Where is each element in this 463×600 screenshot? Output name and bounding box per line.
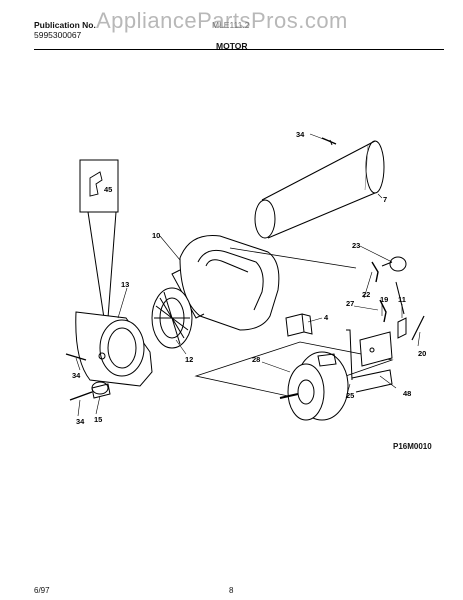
part-12-blower-wheel: [151, 287, 193, 349]
model-number: MLE111.2: [212, 20, 250, 30]
part-28-motor: [279, 351, 349, 421]
callout-22: 22: [362, 290, 370, 299]
figure-code: P16M0010: [393, 442, 432, 451]
header-rule: [34, 49, 444, 50]
callout-19: 19: [380, 295, 388, 304]
callout-13: 13: [121, 280, 129, 289]
part-4-bracket: [285, 313, 313, 337]
part-7-exhaust-duct: [254, 139, 385, 239]
callout-28: 28: [252, 355, 260, 364]
footer-date: 6/97: [34, 586, 50, 595]
callout-34-left: 34: [72, 371, 81, 380]
part-13-front-panel: [75, 311, 153, 387]
publication-number: 5995300067: [34, 30, 82, 40]
footer-page-number: 8: [229, 586, 234, 595]
callout-labels: 34 7 45 10 23 13 22 19 11 27 4 20 12 34 …: [72, 130, 426, 426]
callout-10: 10: [152, 231, 160, 240]
leader-lines: [75, 133, 421, 417]
callout-25: 25: [346, 391, 354, 400]
part-10-blower-housing: [171, 234, 280, 331]
callout-34-bottom: 34: [76, 417, 85, 426]
publication-label: Publication No.: [34, 20, 96, 30]
motor-mount-plane: [194, 341, 394, 397]
section-title: MOTOR: [216, 41, 248, 51]
part-25-48-motor-bracket: [346, 329, 393, 393]
callout-20: 20: [418, 349, 426, 358]
part-15-thermostat: [91, 381, 111, 399]
small-parts-cluster: [371, 256, 425, 341]
callout-45: 45: [104, 185, 112, 194]
callout-15: 15: [94, 415, 102, 424]
screws-34: [65, 137, 337, 401]
callout-7: 7: [383, 195, 387, 204]
part-45-inset: [79, 159, 119, 319]
watermark: AppliancePartsPros.com: [96, 8, 348, 33]
callout-11: 11: [398, 295, 406, 304]
callout-23: 23: [352, 241, 360, 250]
base-plate-outline: [229, 247, 357, 269]
callout-27: 27: [346, 299, 354, 308]
callout-34-top: 34: [296, 130, 305, 139]
callout-4: 4: [324, 313, 329, 322]
callout-12: 12: [185, 355, 193, 364]
callout-48: 48: [403, 389, 411, 398]
